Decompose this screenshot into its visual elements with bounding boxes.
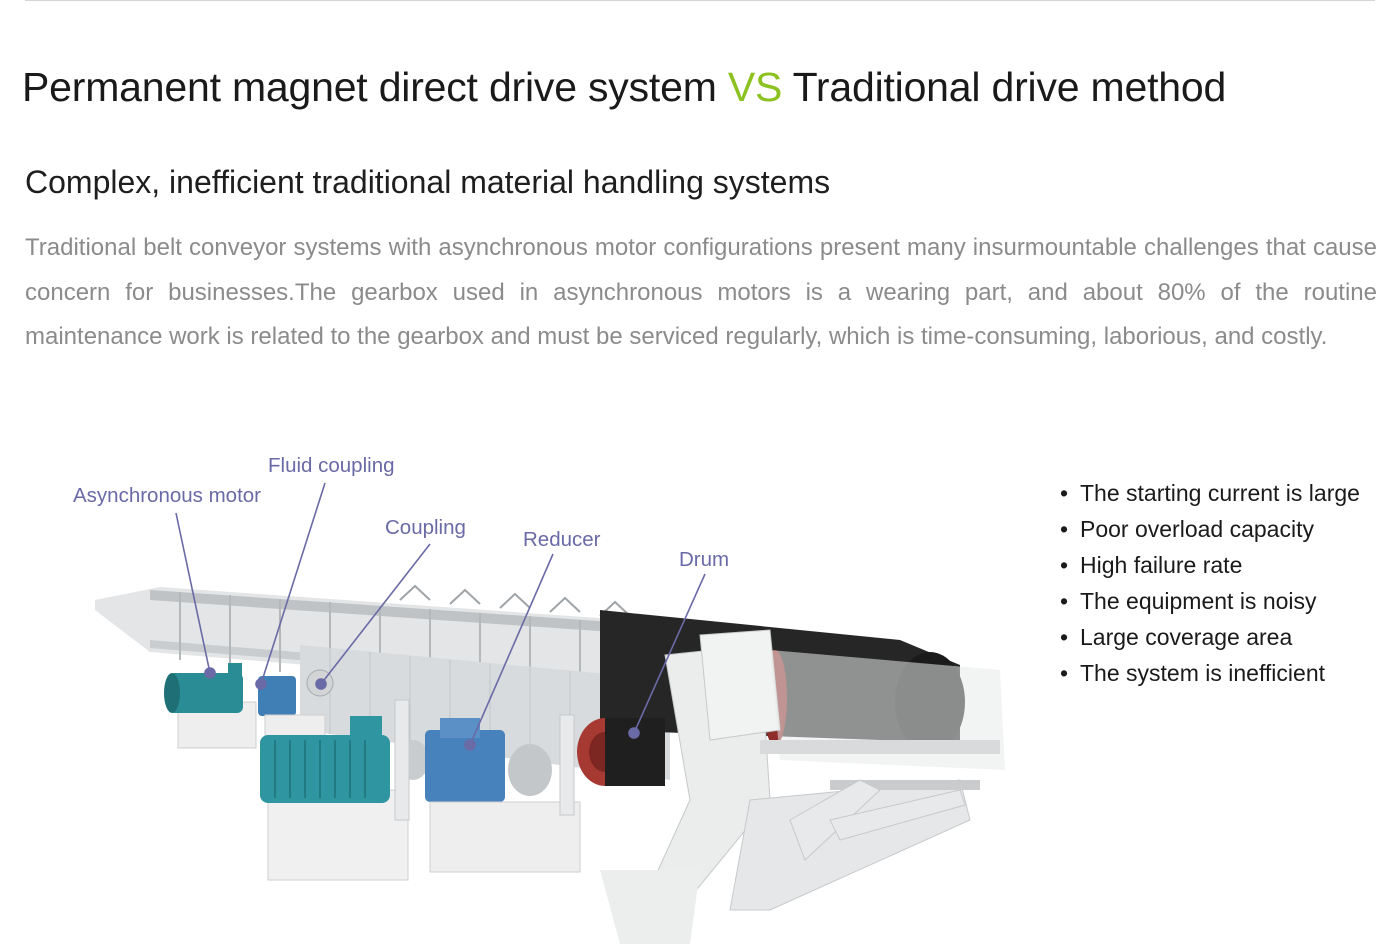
- list-item-text: Large coverage area: [1080, 624, 1293, 650]
- callout-coupling: Coupling: [385, 516, 466, 539]
- section-title: Complex, inefficient traditional materia…: [25, 164, 831, 200]
- list-item: • Large coverage area: [1060, 619, 1360, 655]
- top-divider: [25, 0, 1375, 1]
- bullet-icon: •: [1060, 552, 1069, 578]
- list-item-text: The starting current is large: [1080, 480, 1360, 506]
- list-item-text: The system is inefficient: [1080, 660, 1326, 686]
- conveyor-figure: Fluid coupling Asynchronous motor Coupli…: [0, 440, 1040, 944]
- bullet-icon: •: [1060, 660, 1069, 686]
- reducer-icon: [425, 730, 505, 802]
- list-item: • The equipment is noisy: [1060, 583, 1360, 619]
- list-item: • The starting current is large: [1060, 475, 1360, 511]
- callout-drum: Drum: [679, 548, 730, 571]
- list-item: • High failure rate: [1060, 547, 1360, 583]
- title-part-1: Permanent magnet direct drive system: [22, 64, 728, 110]
- page-title: Permanent magnet direct drive system VS …: [22, 64, 1226, 111]
- callout-asynchronous-motor: Asynchronous motor: [73, 484, 262, 507]
- section-description: Traditional belt conveyor systems with a…: [25, 234, 1377, 351]
- list-item-text: High failure rate: [1080, 552, 1243, 578]
- motor-icon: [168, 673, 243, 713]
- list-item-text: Poor overload capacity: [1080, 516, 1314, 542]
- bullet-icon: •: [1060, 516, 1069, 542]
- title-vs: VS: [727, 64, 783, 110]
- bullet-icon: •: [1060, 588, 1069, 614]
- title-part-2: Traditional drive method: [782, 64, 1227, 110]
- bullet-icon: •: [1060, 480, 1069, 506]
- conveyor-icon: [95, 584, 1005, 944]
- drum-icon: [577, 718, 633, 786]
- bullet-icon: •: [1060, 624, 1069, 650]
- list-item-text: The equipment is noisy: [1080, 588, 1317, 614]
- callout-fluid-coupling: Fluid coupling: [268, 454, 395, 477]
- callout-reducer: Reducer: [523, 528, 601, 551]
- drawbacks-list: • The starting current is large • Poor ove…: [1060, 475, 1360, 691]
- callout-leaders: [175, 482, 706, 751]
- list-item: • The system is inefficient: [1060, 655, 1360, 691]
- list-item: • Poor overload capacity: [1060, 511, 1360, 547]
